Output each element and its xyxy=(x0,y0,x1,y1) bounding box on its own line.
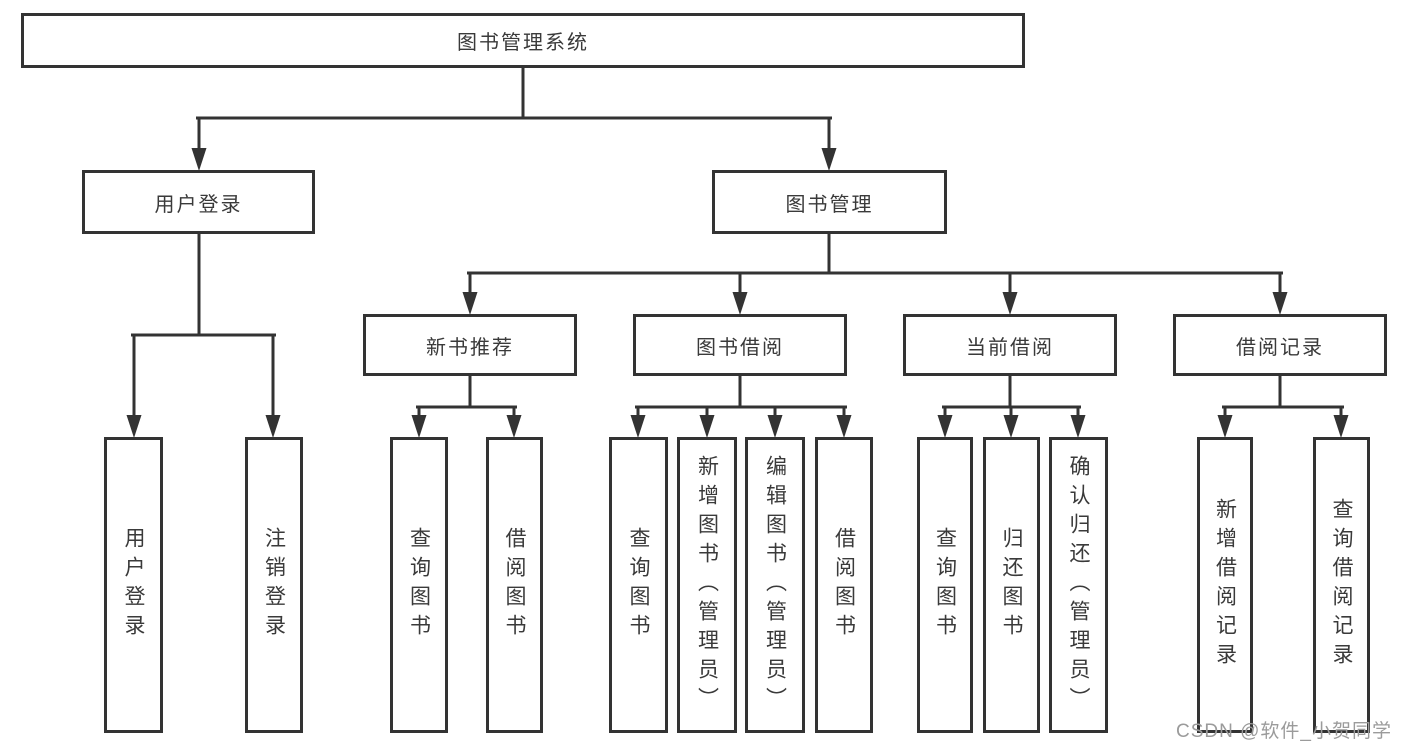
leaf-borrow-add-book-admin-label: 新增图书（管理员） xyxy=(695,454,719,716)
leaf-current-query: 查询图书 xyxy=(917,437,973,733)
leaf-newbook-borrow: 借阅图书 xyxy=(486,437,543,733)
leaf-return-book: 归还图书 xyxy=(983,437,1040,733)
leaf-borrow-edit-book-admin: 编辑图书（管理员） xyxy=(745,437,805,733)
node-root-system: 图书管理系统 xyxy=(21,13,1025,68)
node-root-label: 图书管理系统 xyxy=(457,32,589,54)
leaf-add-borrow-record: 新增借阅记录 xyxy=(1197,437,1253,733)
leaf-confirm-return-admin: 确认归还（管理员） xyxy=(1049,437,1108,733)
node-book-management-label: 图书管理 xyxy=(785,193,874,216)
node-user-login: 用户登录 xyxy=(82,170,315,234)
leaf-newbook-query-label: 查询图书 xyxy=(407,527,431,643)
node-user-login-label: 用户登录 xyxy=(154,193,243,216)
leaf-borrow-query: 查询图书 xyxy=(609,437,668,733)
leaf-return-book-label: 归还图书 xyxy=(1000,527,1023,643)
leaf-borrow-book-label: 借阅图书 xyxy=(832,527,856,643)
leaf-borrow-edit-book-admin-label: 编辑图书（管理员） xyxy=(763,454,787,716)
node-borrow-record-label: 借阅记录 xyxy=(1236,336,1324,359)
leaf-newbook-borrow-label: 借阅图书 xyxy=(503,527,526,643)
leaf-borrow-add-book-admin: 新增图书（管理员） xyxy=(677,437,737,733)
leaf-borrow-query-label: 查询图书 xyxy=(627,527,650,643)
leaf-confirm-return-admin-label: 确认归还（管理员） xyxy=(1067,454,1090,716)
node-current-borrow-label: 当前借阅 xyxy=(966,336,1054,359)
leaf-user-login: 用户登录 xyxy=(104,437,163,733)
csdn-watermark: CSDN @软件_小贺同学 xyxy=(1176,721,1392,742)
leaf-newbook-query: 查询图书 xyxy=(390,437,448,733)
node-new-book-recommend: 新书推荐 xyxy=(363,314,577,376)
leaf-add-borrow-record-label: 新增借阅记录 xyxy=(1213,498,1237,672)
leaf-query-borrow-record-label: 查询借阅记录 xyxy=(1330,498,1353,672)
node-book-borrow: 图书借阅 xyxy=(633,314,847,376)
leaf-query-borrow-record: 查询借阅记录 xyxy=(1313,437,1370,733)
leaf-logout: 注销登录 xyxy=(245,437,303,733)
node-borrow-record: 借阅记录 xyxy=(1173,314,1387,376)
node-new-book-recommend-label: 新书推荐 xyxy=(426,336,514,359)
node-book-borrow-label: 图书借阅 xyxy=(696,336,784,359)
leaf-borrow-book: 借阅图书 xyxy=(815,437,873,733)
leaf-current-query-label: 查询图书 xyxy=(933,527,957,643)
node-book-management: 图书管理 xyxy=(712,170,947,234)
leaf-logout-label: 注销登录 xyxy=(262,527,286,643)
leaf-user-login-label: 用户登录 xyxy=(122,527,145,643)
node-current-borrow: 当前借阅 xyxy=(903,314,1117,376)
